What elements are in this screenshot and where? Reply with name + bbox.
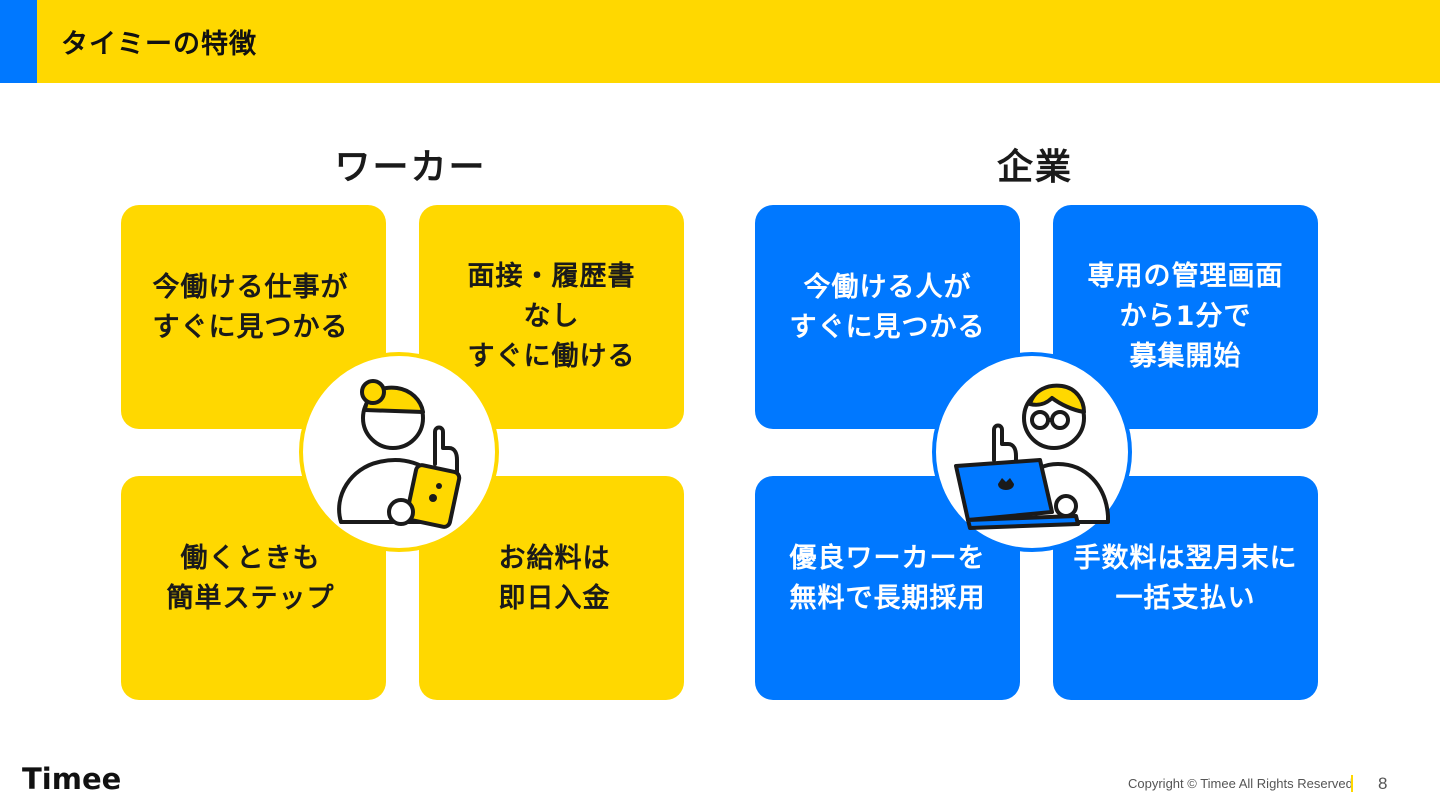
timee-logo: Timee xyxy=(22,762,122,796)
worker-card-text: 働くときも 簡単ステップ xyxy=(166,543,335,614)
page-number: 8 xyxy=(1378,774,1388,793)
company-card-text: 専用の管理画面 から1分で 募集開始 xyxy=(1087,261,1284,372)
worker-card-text: 面接・履歴書 なし すぐに働ける xyxy=(467,261,636,372)
worker-section-title: ワーカー xyxy=(334,147,487,188)
company-card-long-term-hiring: 優良ワーカーを 無料で長期採用 xyxy=(755,476,1020,700)
worker-card-text: 今働ける仕事が すぐに見つかる xyxy=(152,272,349,343)
header-bar: タイミーの特徴 xyxy=(0,0,1440,83)
footer-divider xyxy=(1351,775,1353,792)
person-with-laptop-icon xyxy=(954,383,1110,530)
worker-card-find-job: 今働ける仕事が すぐに見つかる xyxy=(121,205,386,429)
worker-card-text: お給料は 即日入金 xyxy=(498,543,611,614)
company-card-text: 今働ける人が すぐに見つかる xyxy=(789,272,986,343)
worker-illustration xyxy=(299,352,499,552)
worker-with-smartphone-icon xyxy=(337,379,462,529)
company-card-text: 手数料は翌月末に 一括支払い xyxy=(1073,543,1298,614)
page-title: タイミーの特徴 xyxy=(61,29,257,60)
company-section-title: 企業 xyxy=(996,147,1073,188)
company-card-text: 優良ワーカーを 無料で長期採用 xyxy=(789,543,986,614)
header-accent xyxy=(0,0,37,83)
company-illustration xyxy=(932,352,1132,552)
company-card-admin-screen: 専用の管理画面 から1分で 募集開始 xyxy=(1053,205,1318,429)
copyright-text: Copyright © Timee All Rights Reserved xyxy=(1128,776,1353,791)
